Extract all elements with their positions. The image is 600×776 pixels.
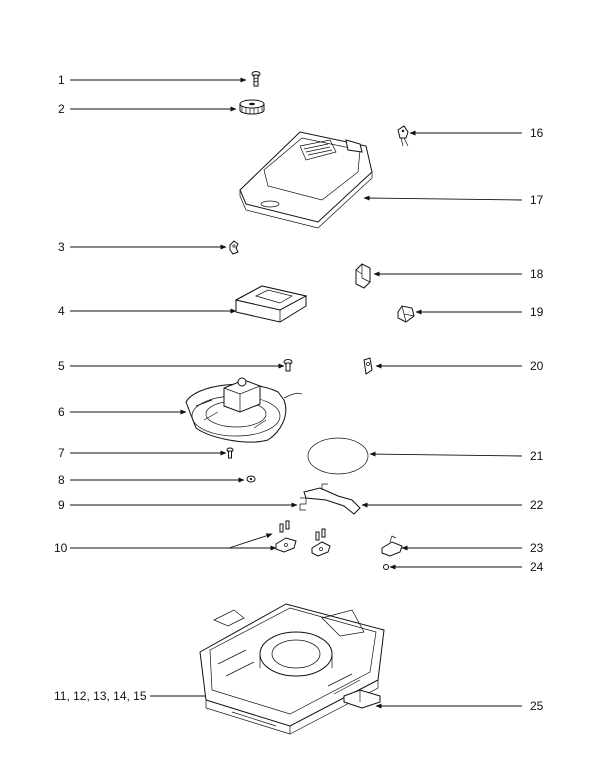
callout-16: 16	[530, 126, 544, 140]
callout-5: 5	[58, 359, 65, 373]
callout-9: 9	[58, 498, 65, 512]
callout-23: 23	[530, 541, 544, 555]
part-6-motor-assembly	[185, 377, 303, 443]
callout-8: 8	[58, 473, 65, 487]
callout-22: 22	[530, 498, 544, 512]
callout-1: 1	[58, 73, 65, 87]
callout-24: 24	[530, 560, 544, 574]
part-16-connector	[397, 125, 409, 147]
callout-6: 6	[58, 405, 65, 419]
leader-lines	[70, 77, 523, 709]
callout-4: 4	[58, 304, 65, 318]
part-19-cap	[397, 305, 415, 323]
part-7-screw	[226, 447, 234, 459]
callout-19: 19	[530, 305, 544, 319]
callout-10: 10	[54, 541, 68, 555]
callout-20: 20	[530, 359, 544, 373]
part-25-plate	[343, 689, 381, 709]
part-17-top-cover	[239, 131, 373, 229]
callout-21: 21	[530, 449, 544, 463]
part-1-screw	[251, 71, 261, 87]
callout-25: 25	[530, 699, 544, 713]
part-20-bracket	[363, 357, 373, 375]
callout-2: 2	[58, 102, 65, 116]
part-21-belt	[307, 437, 369, 475]
leader-17	[363, 195, 523, 201]
part-9-spring-clip	[299, 497, 307, 511]
part-10-brackets	[275, 520, 331, 557]
part-8-nut	[246, 475, 256, 483]
part-11-15-base-housing	[199, 603, 385, 735]
part-3-clip	[229, 240, 239, 255]
part-23-bracket	[381, 535, 403, 557]
part-2-knob	[239, 99, 265, 115]
callout-11-15: 11, 12, 13, 14, 15	[54, 689, 147, 703]
callout-3: 3	[58, 240, 65, 254]
part-4-filter	[234, 285, 308, 323]
callout-18: 18	[530, 267, 544, 281]
part-22-lever	[303, 483, 361, 515]
part-18-latch	[355, 263, 371, 289]
leader-10a	[228, 533, 273, 549]
callout-7: 7	[58, 446, 65, 460]
leader-21	[369, 451, 523, 457]
callout-17: 17	[530, 193, 544, 207]
part-5-screw	[283, 359, 293, 372]
part-24-screw	[383, 564, 389, 570]
